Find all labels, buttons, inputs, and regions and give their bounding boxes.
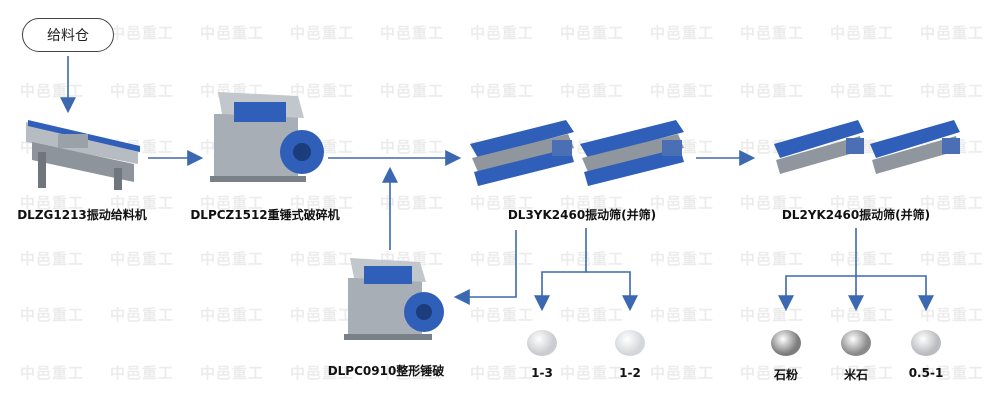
- watermark-text: 中邑重工: [740, 24, 805, 42]
- watermark-text: 中邑重工: [830, 24, 895, 42]
- watermark-text: 中邑重工: [560, 364, 625, 382]
- watermark-text: 中邑重工: [290, 24, 355, 42]
- watermark-text: 中邑重工: [290, 194, 355, 212]
- watermark-text: 中邑重工: [740, 82, 805, 100]
- watermark-text: 中邑重工: [200, 306, 265, 324]
- product-label-1-2: 1-2: [619, 366, 641, 380]
- feeder-bin-box: 给料仓: [22, 18, 114, 52]
- watermark-text: 中邑重工: [650, 82, 715, 100]
- watermark-text: 中邑重工: [830, 250, 895, 268]
- product-pile-1-3: [527, 330, 557, 356]
- vibrating-feeder-image: [26, 120, 140, 190]
- watermark-text: 中邑重工: [560, 306, 625, 324]
- watermark-text: 中邑重工: [650, 250, 715, 268]
- watermark-text: 中邑重工: [920, 194, 985, 212]
- watermark-text: 中邑重工: [110, 194, 175, 212]
- watermark-text: 中邑重工: [920, 250, 985, 268]
- watermark-text: 中邑重工: [920, 24, 985, 42]
- watermark-text: 中邑重工: [650, 24, 715, 42]
- watermark-text: 中邑重工: [20, 250, 85, 268]
- watermark-text: 中邑重工: [290, 306, 355, 324]
- watermark-text: 中邑重工: [470, 306, 535, 324]
- watermark-text: 中邑重工: [920, 306, 985, 324]
- watermark-text: 中邑重工: [560, 250, 625, 268]
- watermark-text: 中邑重工: [110, 250, 175, 268]
- product-pile-rice-stone: [841, 330, 871, 356]
- screen-3yk-right-image: [580, 120, 684, 186]
- watermark-text: 中邑重工: [740, 364, 805, 382]
- watermark-text: 中邑重工: [470, 194, 535, 212]
- watermark-text: 中邑重工: [200, 364, 265, 382]
- arrow-screen-split-left: [534, 228, 587, 312]
- screen-2yk-left-image: [774, 120, 864, 174]
- shaping-crusher-image: [344, 258, 444, 340]
- watermark-text: 中邑重工: [110, 82, 175, 100]
- watermark-text: 中邑重工: [380, 194, 445, 212]
- watermark-text: 中邑重工: [110, 306, 175, 324]
- watermark-text: 中邑重工: [920, 364, 985, 382]
- watermark-text: 中邑重工: [290, 82, 355, 100]
- watermark-text: 中邑重工: [740, 194, 805, 212]
- watermark-text: 中邑重工: [470, 82, 535, 100]
- watermark-text: 中邑重工: [830, 306, 895, 324]
- watermark-text: 中邑重工: [650, 364, 715, 382]
- watermark-text: 中邑重工: [470, 24, 535, 42]
- product-pile-0-5-1: [911, 330, 941, 356]
- product-pile-stone-powder: [771, 330, 801, 356]
- watermark-text: 中邑重工: [20, 194, 85, 212]
- watermark-text: 中邑重工: [560, 82, 625, 100]
- watermark-text: 中邑重工: [470, 364, 535, 382]
- watermark-text: 中邑重工: [110, 364, 175, 382]
- watermark-text: 中邑重工: [200, 250, 265, 268]
- product-label-stone-powder: 石粉: [773, 368, 799, 382]
- watermark-text: 中邑重工: [200, 24, 265, 42]
- watermark-text: 中邑重工: [20, 364, 85, 382]
- product-pile-1-2: [615, 330, 645, 356]
- product-label-1-3: 1-3: [531, 366, 553, 380]
- screen-2yk-label: DL2YK2460振动筛(并筛): [781, 208, 931, 222]
- product-label-0-5-1: 0.5-1: [908, 366, 944, 380]
- screen-3yk-left-image: [470, 120, 574, 186]
- watermark-text: 中邑重工: [380, 364, 445, 382]
- watermark-text: 中邑重工: [200, 194, 265, 212]
- watermark-text: 中邑重工: [830, 82, 895, 100]
- hammer-crusher-label: DLPCZ1512重锤式破碎机: [190, 208, 340, 222]
- watermark-text: 中邑重工: [740, 250, 805, 268]
- watermark-text: 中邑重工: [380, 138, 445, 156]
- arrow-screen2-split-right: [856, 275, 934, 312]
- watermark-text: 中邑重工: [830, 364, 895, 382]
- watermark-text: 中邑重工: [380, 82, 445, 100]
- watermark-text: 中邑重工: [20, 306, 85, 324]
- feeder-label: DLZG1213振动给料机: [17, 208, 147, 222]
- watermark-text: 中邑重工: [110, 24, 175, 42]
- screen-3yk-label: DL3YK2460振动筛(并筛): [507, 208, 657, 222]
- watermark-text: 中邑重工: [650, 194, 715, 212]
- hammer-crusher-image: [210, 92, 324, 182]
- arrow-screen-split-right: [586, 271, 638, 312]
- screen-2yk-right-image: [870, 120, 960, 174]
- watermark-text: 中邑重工: [650, 306, 715, 324]
- watermark-text: 中邑重工: [380, 24, 445, 42]
- arrow-screen2-split-left: [778, 275, 856, 312]
- shaping-crusher-label: DLPC0910整形锤破: [327, 364, 445, 378]
- arrow-screen-to-shaper: [453, 230, 517, 305]
- watermark-text: 中邑重工: [830, 194, 895, 212]
- product-label-rice-stone: 米石: [843, 368, 869, 382]
- watermark-text: 中邑重工: [290, 364, 355, 382]
- watermark-text: 中邑重工: [560, 24, 625, 42]
- watermark-text: 中邑重工: [470, 250, 535, 268]
- watermark-text: 中邑重工: [920, 82, 985, 100]
- feeder-bin-label: 给料仓: [47, 28, 89, 44]
- watermark-text: 中邑重工: [560, 194, 625, 212]
- watermark-text: 中邑重工: [290, 250, 355, 268]
